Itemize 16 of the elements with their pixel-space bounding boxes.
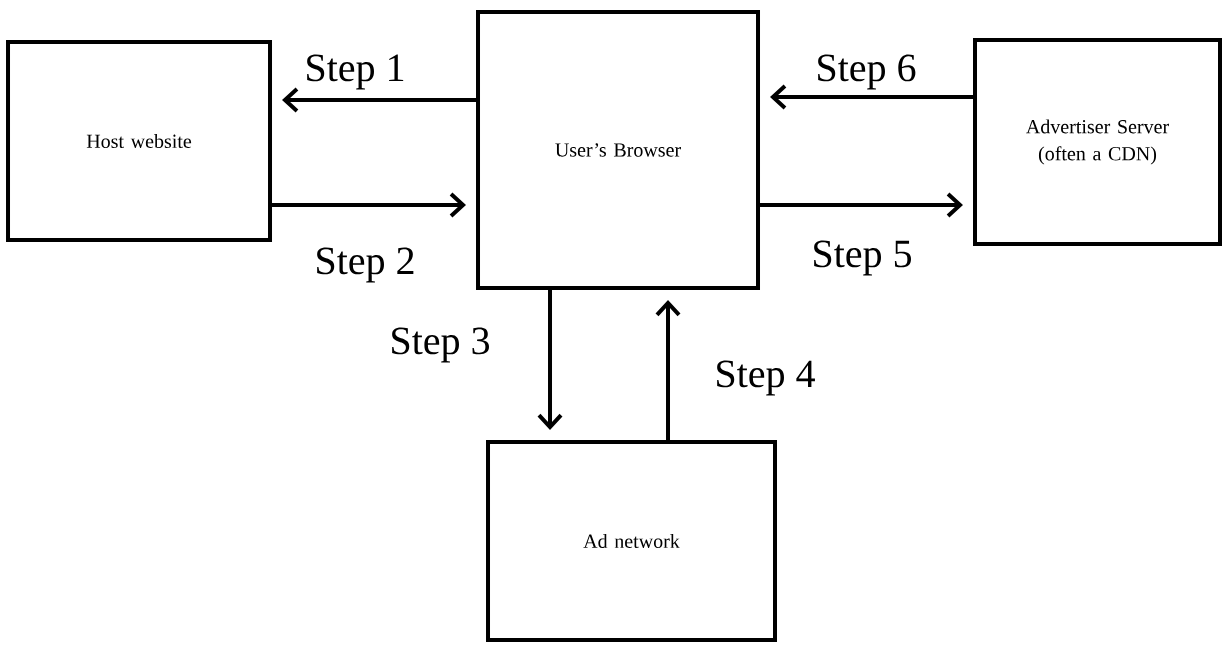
process-box: Advertiser Server (often a CDN) [973, 38, 1222, 246]
process-box: Ad network [486, 440, 777, 642]
arrow [282, 87, 476, 113]
edge-label: Step 5 [810, 239, 914, 277]
arrow [760, 192, 963, 218]
process-box: User’s Browser [476, 10, 760, 290]
edge-label: Step 3 [388, 326, 492, 364]
edge-label: Step 1 [303, 53, 407, 91]
edge-label: Step 2 [313, 246, 417, 284]
edge-label: Step 6 [814, 53, 918, 91]
edge-label: Step 4 [713, 359, 817, 397]
arrow [655, 300, 681, 440]
arrow [272, 192, 466, 218]
arrow [537, 290, 563, 430]
process-box: Host website [6, 40, 272, 242]
arrow [770, 84, 973, 110]
